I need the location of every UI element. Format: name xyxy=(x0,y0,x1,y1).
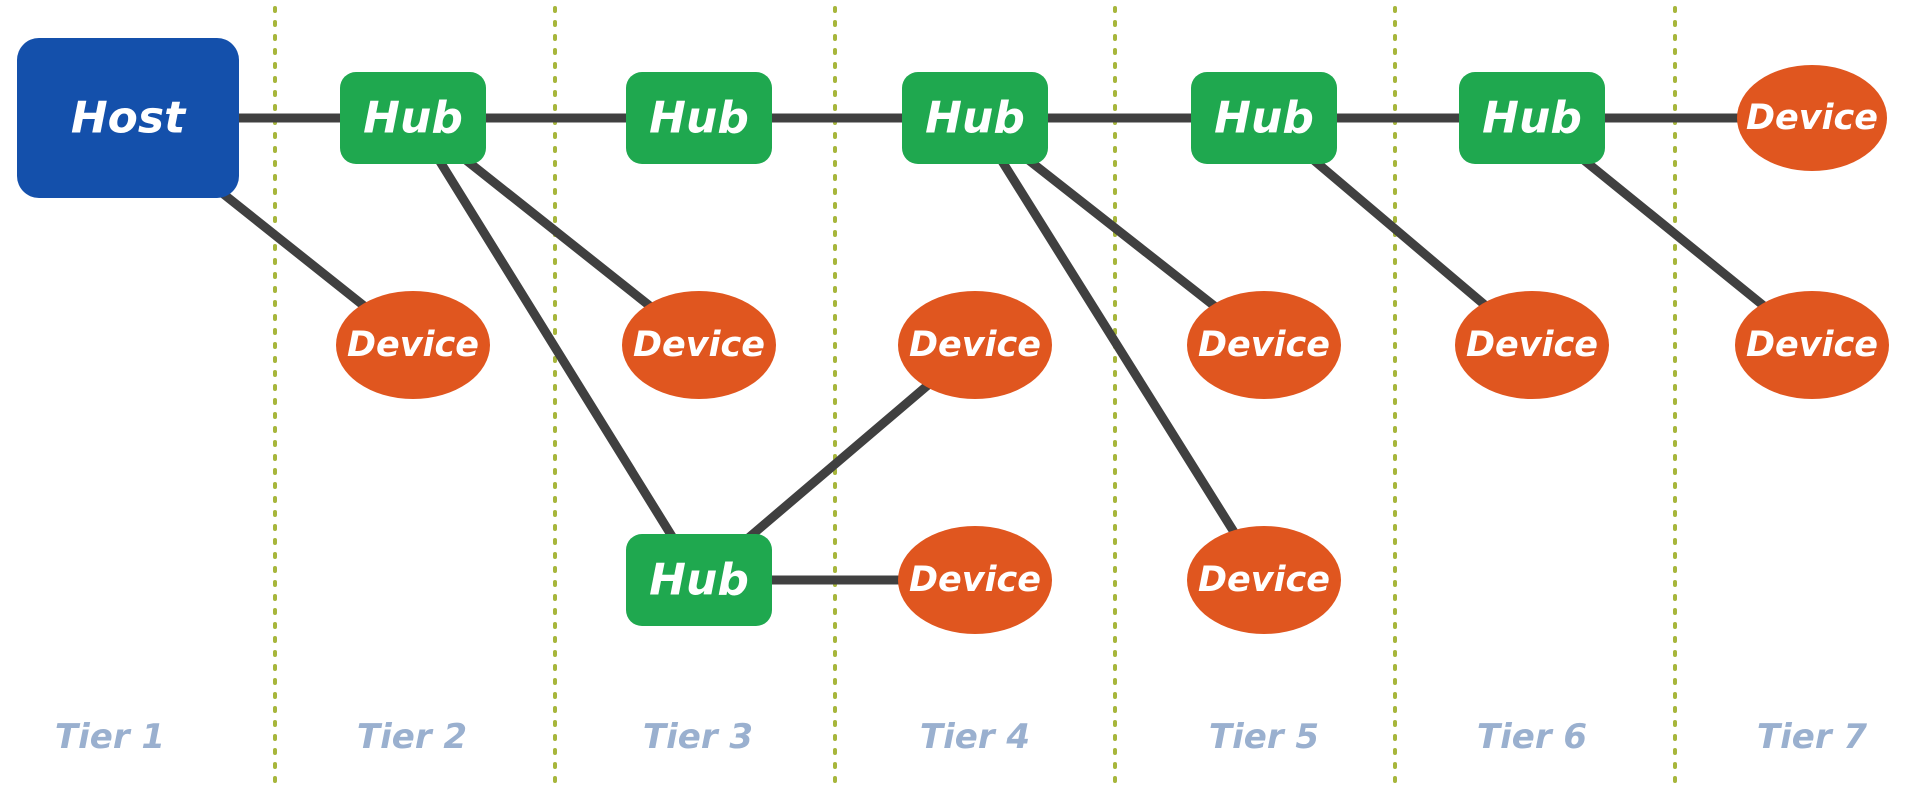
connection-hub-t2-to-hub-t3-bottom xyxy=(408,113,704,585)
device-node-device-t6: Device xyxy=(1455,291,1609,399)
tier-dividers xyxy=(273,6,1677,787)
hub-node-hub-t6: Hub xyxy=(1459,72,1605,164)
host-label: Host xyxy=(71,93,187,144)
hub-node-hub-t3-top: Hub xyxy=(626,72,772,164)
device-shape xyxy=(898,291,1052,399)
device-node-device-t4-mid: Device xyxy=(898,291,1052,399)
hub-label: Hub xyxy=(649,93,749,144)
tier-label-3: Tier 3 xyxy=(643,717,753,757)
device-shape xyxy=(1187,291,1341,399)
device-shape xyxy=(1737,65,1887,171)
device-label: Device xyxy=(1198,325,1330,365)
device-label: Device xyxy=(633,325,765,365)
tier-labels: Tier 1 Tier 2 Tier 3 Tier 4 Tier 5 Tier 6 Tier… xyxy=(55,717,1868,757)
device-node-device-t5-bottom: Device xyxy=(1187,526,1341,634)
tier-label-2: Tier 2 xyxy=(357,717,467,757)
device-node-device-t2: Device xyxy=(336,291,490,399)
device-label: Device xyxy=(909,325,1041,365)
tier-label-7: Tier 7 xyxy=(1757,717,1868,757)
hub-node-hub-t2: Hub xyxy=(340,72,486,164)
hub-shape xyxy=(902,72,1048,164)
hub-label: Hub xyxy=(363,93,463,144)
hub-shape xyxy=(1191,72,1337,164)
device-label: Device xyxy=(1198,560,1330,600)
device-node-device-t5-mid: Device xyxy=(1187,291,1341,399)
tier-label-1: Tier 1 xyxy=(55,717,165,757)
host-node-host: Host xyxy=(17,38,239,198)
hub-shape xyxy=(626,72,772,164)
device-shape xyxy=(336,291,490,399)
device-label: Device xyxy=(1746,98,1878,138)
hub-label: Hub xyxy=(1482,93,1582,144)
hub-node-hub-t3-bottom: Hub xyxy=(626,534,772,626)
device-shape xyxy=(1455,291,1609,399)
device-label: Device xyxy=(909,560,1041,600)
tier-label-6: Tier 6 xyxy=(1477,717,1587,757)
device-label: Device xyxy=(347,325,479,365)
hub-node-hub-t5: Hub xyxy=(1191,72,1337,164)
hub-label: Hub xyxy=(649,555,749,606)
hub-shape xyxy=(1459,72,1605,164)
device-node-device-t7-mid: Device xyxy=(1735,291,1889,399)
hub-label: Hub xyxy=(1214,93,1314,144)
device-label: Device xyxy=(1746,325,1878,365)
device-shape xyxy=(1187,526,1341,634)
device-node-device-t7-top: Device xyxy=(1737,65,1887,171)
connection-hub-t4-to-device-t5-bottom xyxy=(970,113,1269,585)
device-node-device-t3: Device xyxy=(622,291,776,399)
hub-label: Hub xyxy=(925,93,1025,144)
hub-node-hub-t4: Hub xyxy=(902,72,1048,164)
device-node-device-t4-bottom: Device xyxy=(898,526,1052,634)
tier-label-5: Tier 5 xyxy=(1209,717,1319,757)
hub-shape xyxy=(626,534,772,626)
host-shape xyxy=(17,38,239,198)
device-label: Device xyxy=(1466,325,1598,365)
device-shape xyxy=(622,291,776,399)
tier-label-4: Tier 4 xyxy=(920,717,1030,757)
hub-shape xyxy=(340,72,486,164)
device-shape xyxy=(1735,291,1889,399)
device-shape xyxy=(898,526,1052,634)
